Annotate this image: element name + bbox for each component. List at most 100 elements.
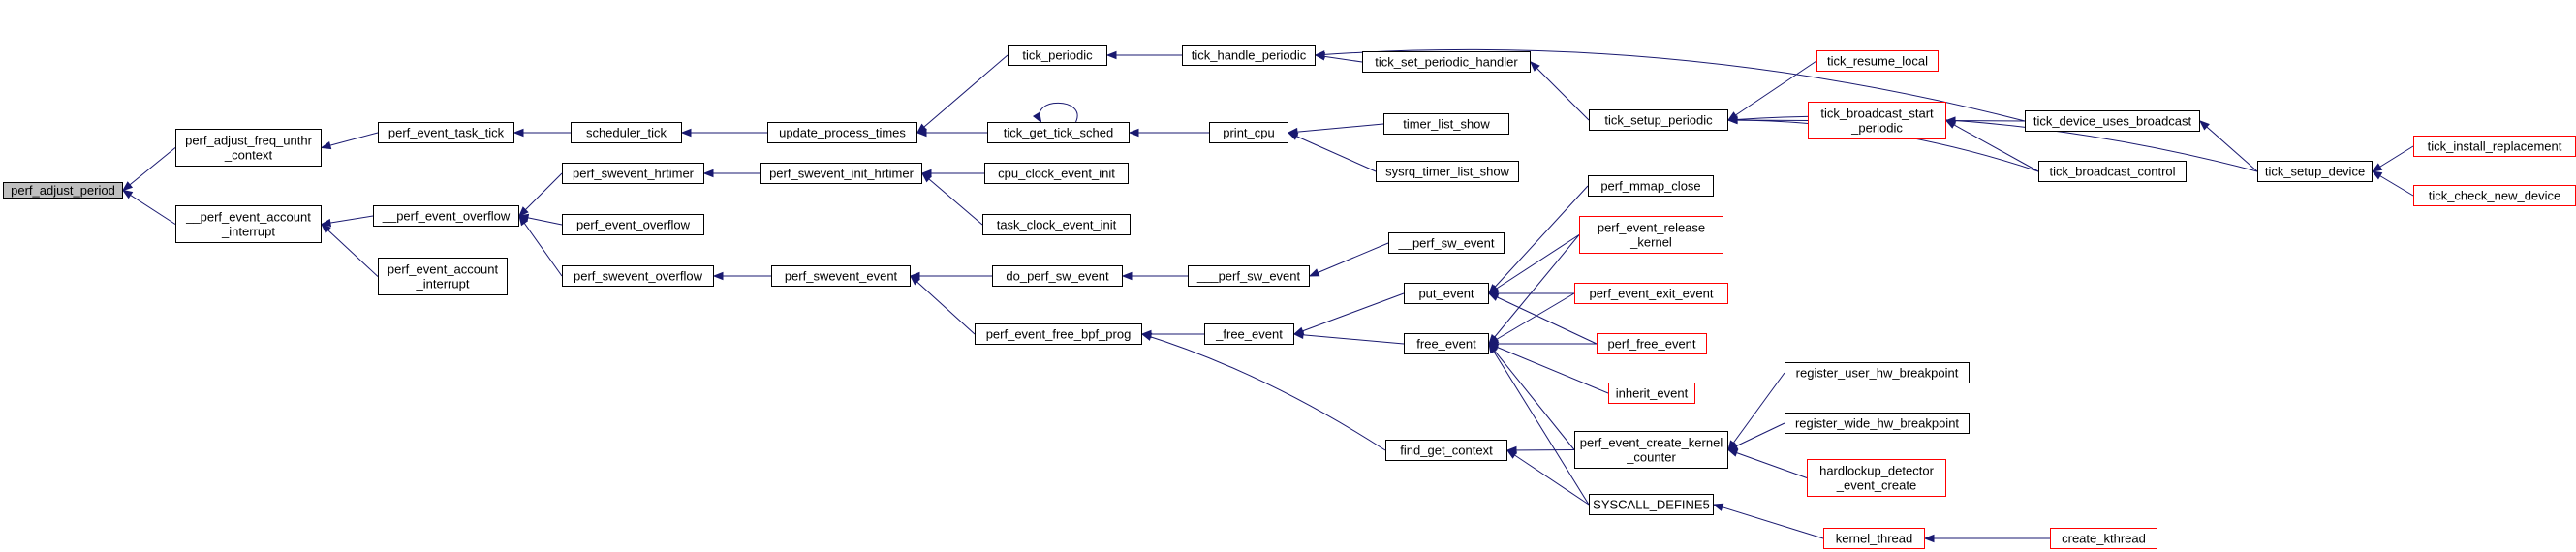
edge-sysrq_timer_list_show-to-print_cpu: [1287, 132, 1377, 172]
node-label: perf_event_free_bpf_prog: [986, 327, 1132, 342]
node-label: perf_event_account: [388, 262, 499, 277]
node-perf_event_free_bpf_prog[interactable]: perf_event_free_bpf_prog: [975, 323, 1142, 345]
node-tick_resume_local[interactable]: tick_resume_local: [1816, 50, 1939, 72]
edge-kernel_thread-to-SYSCALL_DEFINE5: [1712, 503, 1824, 539]
edge-tick_handle_periodic-to-tick_periodic: [1105, 50, 1182, 60]
node-label: _interrupt: [416, 277, 470, 291]
edge-register_user_hw_breakpoint-to-perf_event_create_kernel_counter: [1727, 372, 1785, 451]
node-box: [1388, 232, 1505, 254]
node-perf_swevent_init_hrtimer[interactable]: perf_swevent_init_hrtimer: [760, 163, 922, 184]
node-__perf_event_overflow[interactable]: __perf_event_overflow: [373, 205, 519, 227]
node-find_get_context[interactable]: find_get_context: [1385, 440, 1507, 461]
node-sysrq_timer_list_show[interactable]: sysrq_timer_list_show: [1376, 161, 1519, 182]
node-box: [987, 122, 1130, 143]
node-box: [1209, 122, 1288, 143]
node-tick_periodic[interactable]: tick_periodic: [1008, 45, 1107, 66]
node-box: [378, 258, 508, 295]
node-scheduler_tick[interactable]: scheduler_tick: [571, 122, 682, 143]
node-hardlockup_detector_event_create[interactable]: hardlockup_detector_event_create: [1807, 459, 1946, 497]
node-perf_adjust_period[interactable]: perf_adjust_period: [3, 182, 123, 199]
node-inherit_event[interactable]: inherit_event: [1608, 383, 1695, 404]
edge-line: [2199, 120, 2258, 172]
node-label: find_get_context: [1400, 444, 1493, 458]
edge-layer: [121, 48, 2414, 543]
node-box: [1808, 102, 1946, 139]
node-label: tick_get_tick_sched: [1004, 126, 1113, 140]
node-__perf_event_account_interrupt[interactable]: __perf_event_account_interrupt: [175, 205, 322, 243]
node-label: perf_free_event: [1607, 337, 1695, 352]
node-tick_get_tick_sched[interactable]: tick_get_tick_sched: [987, 122, 1130, 143]
node-label: _interrupt: [221, 225, 275, 239]
node-perf_mmap_close[interactable]: perf_mmap_close: [1588, 175, 1714, 197]
arrowhead: [1292, 330, 1304, 340]
node-register_user_hw_breakpoint[interactable]: register_user_hw_breakpoint: [1785, 362, 1970, 383]
edge-tick_setup_device-to-tick_setup_periodic: [1726, 115, 2258, 172]
edge-line: [1309, 242, 1389, 277]
node-perf_event_exit_event[interactable]: perf_event_exit_event: [1574, 283, 1728, 304]
arrowhead: [1314, 50, 1325, 59]
node-label: task_clock_event_init: [997, 218, 1117, 232]
node-update_process_times[interactable]: update_process_times: [767, 122, 917, 143]
edge-tick_setup_device-to-tick_device_uses_broadcast: [2198, 120, 2258, 172]
node-tick_device_uses_broadcast[interactable]: tick_device_uses_broadcast: [2025, 110, 2200, 132]
node-_free_event[interactable]: _free_event: [1204, 323, 1294, 345]
node-box: [1362, 51, 1531, 73]
node-box: [992, 265, 1123, 287]
node-do_perf_sw_event[interactable]: do_perf_sw_event: [992, 265, 1123, 287]
edge-line: [1488, 185, 1589, 294]
edge-perf_swevent_init_hrtimer-to-perf_swevent_hrtimer: [702, 169, 760, 178]
node-perf_event_release_kernel[interactable]: perf_event_release_kernel: [1579, 216, 1723, 254]
node-label: put_event: [1418, 287, 1474, 301]
node-tick_broadcast_start_periodic[interactable]: tick_broadcast_start_periodic: [1808, 102, 1946, 139]
node-tick_setup_periodic[interactable]: tick_setup_periodic: [1589, 109, 1728, 131]
edge-perf_swevent_hrtimer-to-__perf_event_overflow: [518, 172, 563, 217]
node-cpu_clock_event_init[interactable]: cpu_clock_event_init: [984, 163, 1129, 184]
arrowhead: [2198, 120, 2210, 131]
node-perf_adjust_freq_unthr_context[interactable]: perf_adjust_freq_unthr_context: [175, 129, 322, 167]
edge-line: [1945, 120, 2026, 122]
node-tick_install_replacement[interactable]: tick_install_replacement: [2413, 136, 2576, 157]
node-box: [2025, 110, 2200, 132]
node-label: _context: [224, 148, 273, 163]
node-timer_list_show[interactable]: timer_list_show: [1383, 113, 1509, 135]
node-perf_swevent_hrtimer[interactable]: perf_swevent_hrtimer: [562, 163, 704, 184]
node-free_event[interactable]: free_event: [1404, 333, 1489, 354]
arrowhead: [712, 271, 724, 281]
node-label: tick_periodic: [1022, 48, 1093, 63]
node-perf_event_create_kernel_counter[interactable]: perf_event_create_kernel_counter: [1574, 431, 1728, 469]
node-perf_event_account_interrupt[interactable]: perf_event_account_interrupt: [378, 258, 508, 295]
node-perf_event_overflow[interactable]: perf_event_overflow: [562, 214, 704, 235]
node-perf_event_task_tick[interactable]: perf_event_task_tick: [378, 122, 514, 143]
edge-scheduler_tick-to-perf_event_task_tick: [512, 128, 571, 138]
node-label: tick_set_periodic_handler: [1375, 55, 1518, 70]
node-label: perf_adjust_period: [11, 183, 115, 198]
node-label: do_perf_sw_event: [1006, 269, 1109, 284]
arrowhead: [1944, 119, 1957, 129]
node-___perf_sw_event[interactable]: ___perf_sw_event: [1188, 265, 1310, 287]
node-tick_broadcast_control[interactable]: tick_broadcast_control: [2038, 161, 2187, 182]
node-box: [3, 182, 123, 199]
edge-___perf_sw_event-to-do_perf_sw_event: [1121, 271, 1188, 281]
edge-line: [1727, 60, 1817, 121]
node-__perf_sw_event[interactable]: __perf_sw_event: [1388, 232, 1505, 254]
node-tick_set_periodic_handler[interactable]: tick_set_periodic_handler: [1362, 51, 1531, 73]
node-perf_swevent_overflow[interactable]: perf_swevent_overflow: [562, 265, 714, 287]
node-register_wide_hw_breakpoint[interactable]: register_wide_hw_breakpoint: [1785, 413, 1970, 434]
node-task_clock_event_init[interactable]: task_clock_event_init: [982, 214, 1131, 235]
edge-__perf_event_account_interrupt-to-perf_adjust_period: [121, 189, 176, 225]
node-kernel_thread[interactable]: kernel_thread: [1823, 528, 1925, 549]
node-print_cpu[interactable]: print_cpu: [1209, 122, 1288, 143]
node-perf_free_event[interactable]: perf_free_event: [1597, 333, 1707, 354]
node-put_event[interactable]: put_event: [1404, 283, 1489, 304]
node-create_kthread[interactable]: create_kthread: [2050, 528, 2157, 549]
node-SYSCALL_DEFINE5[interactable]: SYSCALL_DEFINE5: [1589, 494, 1714, 515]
node-tick_handle_periodic[interactable]: tick_handle_periodic: [1182, 45, 1316, 66]
node-tick_setup_device[interactable]: tick_setup_device: [2257, 161, 2373, 182]
arrowhead: [1308, 268, 1320, 277]
edge-tick_device_uses_broadcast-to-tick_handle_periodic: [1314, 48, 2026, 122]
arrowhead: [518, 206, 529, 217]
node-label: perf_event_release: [1598, 221, 1705, 235]
node-label: tick_broadcast_control: [2049, 165, 2175, 179]
node-tick_check_new_device[interactable]: tick_check_new_device: [2413, 185, 2576, 206]
node-perf_swevent_event[interactable]: perf_swevent_event: [771, 265, 911, 287]
